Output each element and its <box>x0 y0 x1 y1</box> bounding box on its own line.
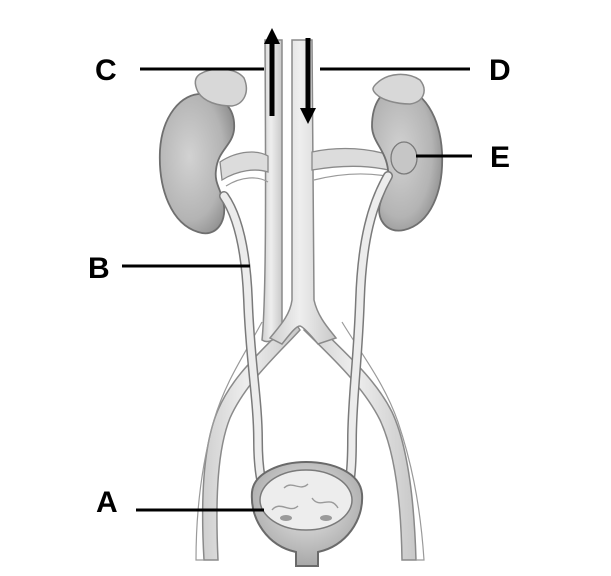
left-adrenal-gland <box>194 68 248 107</box>
down-arrow-icon <box>300 38 316 124</box>
flow-arrows <box>264 28 316 124</box>
label-d: D <box>489 54 511 87</box>
label-e: E <box>490 141 510 174</box>
renal-vessels <box>219 147 389 187</box>
right-kidney <box>371 73 444 232</box>
bladder <box>250 460 364 567</box>
up-arrow-icon <box>264 28 280 116</box>
right-adrenal-gland <box>372 73 425 105</box>
label-c: C <box>95 54 117 87</box>
label-b: B <box>88 252 110 285</box>
label-a: A <box>96 486 118 519</box>
ureters <box>219 171 393 505</box>
left-kidney <box>158 68 248 235</box>
leader-lines <box>122 67 472 512</box>
renal-pelvis <box>390 141 418 175</box>
